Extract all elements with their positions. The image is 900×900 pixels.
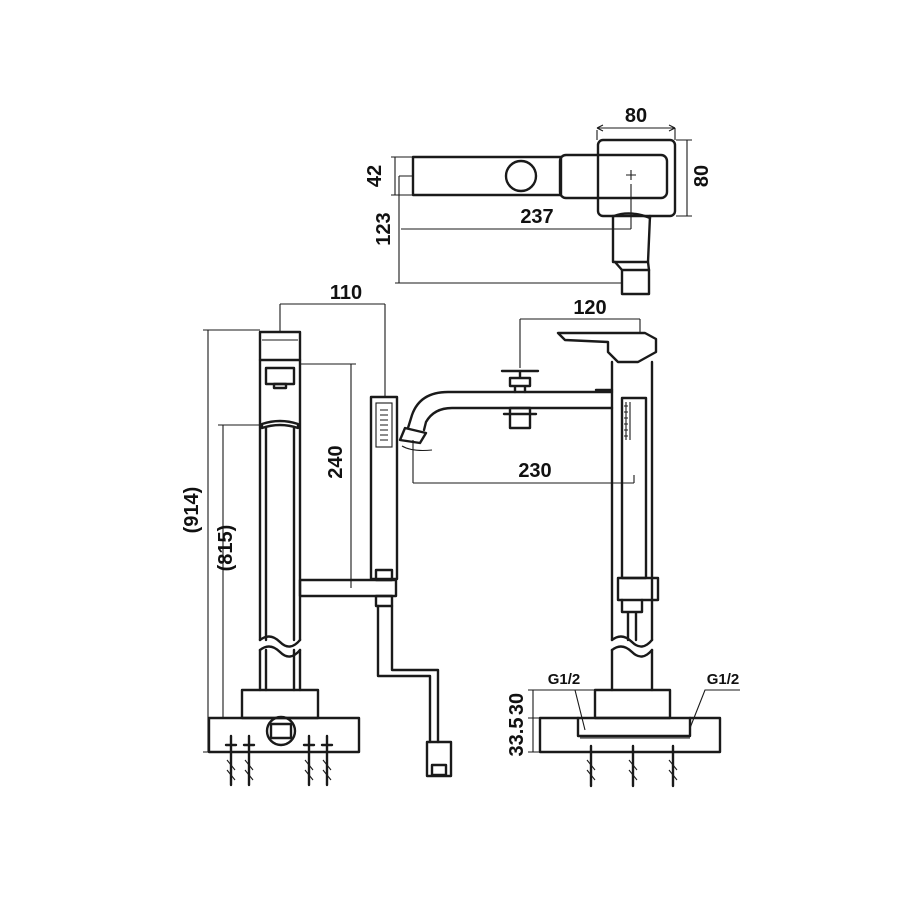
label-connection-right: G1/2	[707, 671, 740, 688]
dim-top-handle-height: 42	[364, 165, 386, 187]
top-view-base-square	[596, 138, 677, 218]
front-view-base-ring	[593, 688, 672, 720]
dim-base-ring-height: 30	[506, 693, 528, 715]
dim-top-depth: 80	[691, 165, 713, 187]
top-view-center-mark	[626, 170, 636, 180]
leader-connection-right	[689, 689, 740, 729]
side-view-bracket	[298, 578, 398, 598]
dim-side-handshower-offset: 110	[330, 282, 362, 304]
dim-top-offset: 123	[373, 212, 395, 245]
side-view-handle	[258, 330, 302, 362]
side-view-mounting-studs	[224, 734, 334, 787]
side-view-handshower	[369, 395, 399, 581]
top-view-handle	[558, 153, 669, 200]
top-view-lever	[611, 214, 652, 264]
top-view-lever-tip	[620, 268, 651, 296]
top-view-body	[411, 155, 563, 197]
dim-side-handshower-length: 240	[325, 445, 347, 478]
dim-top-length: 237	[520, 206, 553, 228]
side-view-hose	[376, 604, 440, 744]
side-view-hose-connector	[425, 740, 453, 778]
front-view-diverter-base	[502, 406, 538, 430]
dim-side-total-height: (914)	[181, 487, 203, 534]
side-view-knob	[264, 366, 296, 386]
side-view-base-ring	[240, 688, 320, 720]
dim-side-spout-height: (815)	[215, 525, 237, 572]
side-view-base-bolt	[265, 715, 297, 747]
dim-top-width: 80	[625, 105, 647, 127]
top-view-outlet	[504, 159, 538, 193]
dim-front-handle-width: 120	[573, 297, 606, 319]
top-view: 80 80 42 123 237	[364, 105, 713, 296]
dim-front-spout-reach: 230	[518, 460, 551, 482]
front-view-handle	[556, 331, 658, 364]
front-view-diverter-knob	[500, 369, 540, 394]
front-view-mounting-studs	[586, 744, 678, 788]
side-view-ring	[260, 419, 300, 430]
front-view-base-plate	[538, 716, 722, 754]
front-view: G1/2 G1/2 120 230 30 33.5	[398, 297, 740, 788]
leader-connection-left	[548, 689, 586, 731]
label-connection-left: G1/2	[548, 671, 581, 688]
dim-base-plate-height: 33.5	[506, 718, 528, 757]
front-view-spout	[406, 390, 614, 432]
front-view-aerator	[398, 426, 428, 445]
side-view: 110 (914) (815) 240	[181, 282, 453, 787]
